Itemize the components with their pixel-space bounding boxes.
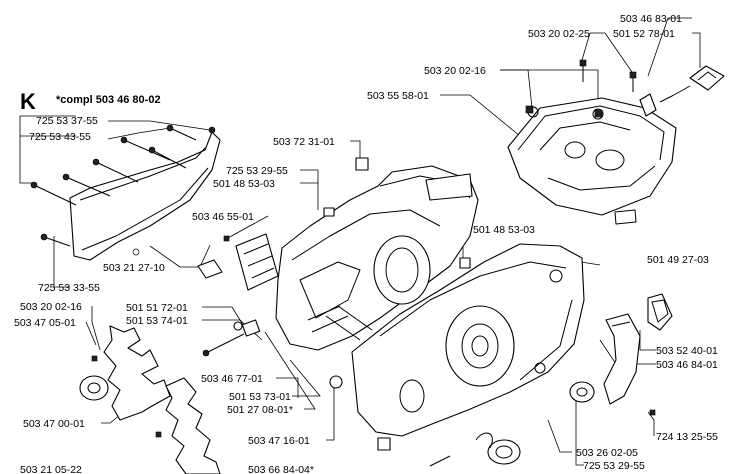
part-label: 501 48 53-03 — [213, 178, 275, 190]
crankcase-left-half — [275, 165, 479, 351]
right-grommet — [569, 381, 656, 416]
part-label: 503 20 02-16 — [424, 65, 486, 77]
part-label: 503 66 84-04* — [248, 464, 314, 474]
long-screws — [30, 124, 216, 247]
rubber-block — [197, 235, 230, 279]
part-label: 501 53 74-01 — [126, 315, 188, 327]
right-deflector — [603, 293, 673, 405]
part-number-labels: 503 46 83-01 501 52 78-01 503 20 02-25 5… — [14, 13, 718, 474]
part-label: 724 13 25-55 — [656, 431, 718, 443]
part-label: 725 53 29-55 — [226, 165, 288, 177]
part-label: 501 49 27-03 — [647, 254, 709, 266]
bolt-and-washers — [202, 319, 261, 357]
part-label: 503 72 31-01 — [273, 136, 335, 148]
tank-cover — [507, 97, 677, 225]
part-label: 503 26 02-05 — [576, 447, 638, 459]
spring-clip — [639, 65, 725, 117]
bottom-parts — [329, 375, 521, 467]
part-label: 501 53 73-01 — [229, 391, 291, 403]
crankcase-right-half — [351, 243, 585, 437]
av-bracket — [79, 325, 171, 421]
kit-note: *compl 503 46 80-02 — [56, 94, 161, 106]
chain-guard-plate — [235, 233, 279, 291]
part-label: 501 52 78-01 — [613, 28, 675, 40]
part-label: 501 48 53-03 — [473, 224, 535, 236]
part-label: 503 55 58-01 — [367, 90, 429, 102]
part-label: 503 46 83-01 — [620, 13, 682, 25]
part-label: 503 52 40-01 — [656, 345, 718, 357]
part-label: 503 21 05-22 — [20, 464, 82, 474]
part-label: 503 47 05-01 — [14, 317, 76, 329]
part-label: 503 46 55-01 — [192, 211, 254, 223]
part-label: 501 51 72-01 — [126, 302, 188, 314]
part-label: 503 21 27-10 — [103, 262, 165, 274]
part-label: 503 47 00-01 — [23, 418, 85, 430]
part-label: 503 20 02-25 — [528, 28, 590, 40]
part-label: 503 47 16-01 — [248, 435, 310, 447]
crankcase-studs — [323, 157, 471, 341]
top-screws — [525, 59, 637, 118]
part-label: 503 46 84-01 — [656, 359, 718, 371]
part-label: 725 53 37-55 — [36, 115, 98, 127]
part-label: 501 27 08-01* — [227, 404, 293, 416]
side-cover-gasket — [69, 131, 221, 261]
section-letter: K — [20, 89, 36, 114]
part-label: 725 53 29-55 — [583, 460, 645, 472]
part-label: 725 53 33-55 — [38, 282, 100, 294]
part-label: 503 20 02-16 — [20, 301, 82, 313]
part-label: 725 53 43-55 — [29, 131, 91, 143]
av-bracket-2 — [155, 377, 221, 474]
part-label: 503 46 77-01 — [201, 373, 263, 385]
